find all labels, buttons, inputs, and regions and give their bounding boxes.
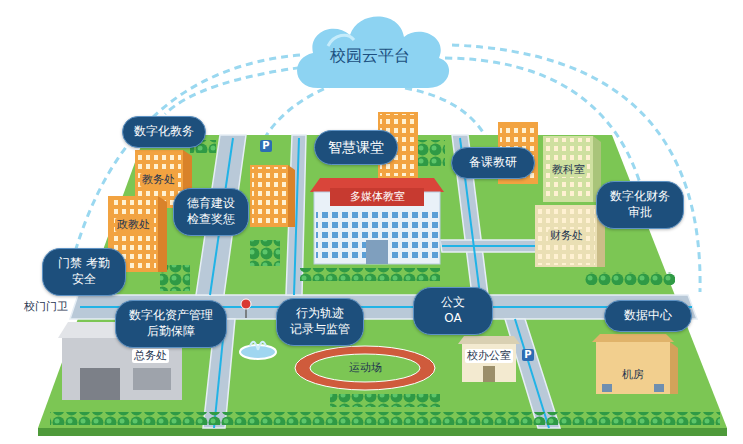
multimedia-building-part: [366, 240, 388, 264]
campus-ground-part: [38, 135, 727, 428]
cloud-platform: 校园云平台: [288, 6, 453, 94]
office-building-part: [545, 138, 591, 200]
office-building-part: [288, 165, 295, 227]
pill-text: 数字化教务: [133, 124, 195, 140]
sports-track-part: [295, 346, 435, 390]
tree-row-part: [300, 268, 440, 281]
office-building-part: [535, 205, 597, 267]
building-label: 机房: [620, 368, 646, 382]
server-building-part: [654, 384, 664, 392]
pill-text: 智慧课堂: [327, 138, 385, 156]
server-building-part: [670, 342, 678, 394]
function-pill: 数字化财务 审批: [596, 181, 684, 229]
building-label: 教务处: [140, 173, 177, 187]
tree-row-part: [50, 412, 720, 425]
function-pill: 数字化资产管理 后勤保障: [115, 300, 227, 348]
office-building-part: [543, 136, 593, 202]
pill-text: 公文 OA: [437, 295, 468, 326]
campus-ground-part: [38, 428, 727, 436]
school-office-building-part: [483, 366, 495, 382]
fountain: [240, 342, 276, 359]
office-building-part: [158, 196, 167, 272]
pill-text: 行为轨迹 记录与监管: [288, 306, 352, 337]
server-building: [592, 334, 678, 394]
pill-text: 数据中心: [615, 308, 681, 324]
tree-row: [50, 140, 720, 425]
pill-text: 数字化财务 审批: [608, 189, 672, 220]
function-pill: 备课教研: [451, 147, 535, 179]
sports-track-part: [310, 354, 420, 382]
function-pill: 公文 OA: [413, 287, 493, 335]
tree-row-part: [585, 272, 675, 285]
function-pill: 数字化教务: [122, 116, 206, 148]
office-building-part: [252, 167, 286, 225]
warehouse-building-part: [133, 368, 171, 390]
campus-ground: [38, 135, 727, 436]
stop-sign-part: [241, 299, 251, 309]
pill-text: 门禁 考勤 安全: [54, 256, 114, 287]
sports-track: [295, 346, 435, 390]
building-label: 总务处: [132, 349, 169, 363]
building-label: 财务处: [548, 229, 585, 243]
parking-sign: P: [260, 140, 271, 153]
warehouse-building-part: [80, 368, 120, 400]
school-office-building: [458, 336, 520, 382]
building-label: 校办公室: [465, 349, 513, 363]
building-label: 教科室: [550, 163, 587, 177]
server-building-part: [596, 342, 670, 394]
office-building-part: [250, 165, 288, 227]
multimedia-building: [310, 178, 444, 264]
server-building-part: [592, 334, 674, 342]
cloud-link-arcs-part: [165, 66, 312, 114]
tree-row-part: [330, 394, 440, 407]
school-office-building-part: [462, 344, 516, 382]
building-label: 多媒体教室: [348, 190, 407, 204]
pill-text: 德育建设 检查奖惩: [185, 196, 237, 227]
stop-sign: [241, 299, 251, 318]
cloud-highlight: [328, 35, 354, 46]
road: [70, 135, 697, 428]
function-pill: 数据中心: [604, 300, 692, 332]
network-cable-part: [515, 319, 549, 428]
building-label: 运动场: [347, 361, 384, 375]
function-pill: 门禁 考勤 安全: [42, 248, 126, 296]
function-pill: 德育建设 检查奖惩: [173, 188, 249, 236]
parking-sign: P: [522, 349, 533, 362]
pill-text: 备课教研: [462, 155, 524, 171]
function-pill: 行为轨迹 记录与监管: [276, 298, 364, 346]
multimedia-building-part: [330, 188, 424, 206]
building-label: 政教处: [115, 218, 152, 232]
office-building: [108, 112, 605, 272]
cloud-title: 校园云平台: [288, 6, 453, 67]
tree-row-part: [250, 240, 280, 266]
function-pill: 智慧课堂: [314, 130, 398, 165]
school-office-building-part: [458, 336, 520, 344]
fountain-part: [250, 342, 266, 350]
office-building-part: [537, 207, 595, 265]
pill-text: 数字化资产管理 后勤保障: [127, 308, 215, 339]
building-label: 校门门卫: [22, 300, 70, 314]
server-building-part: [602, 384, 612, 392]
